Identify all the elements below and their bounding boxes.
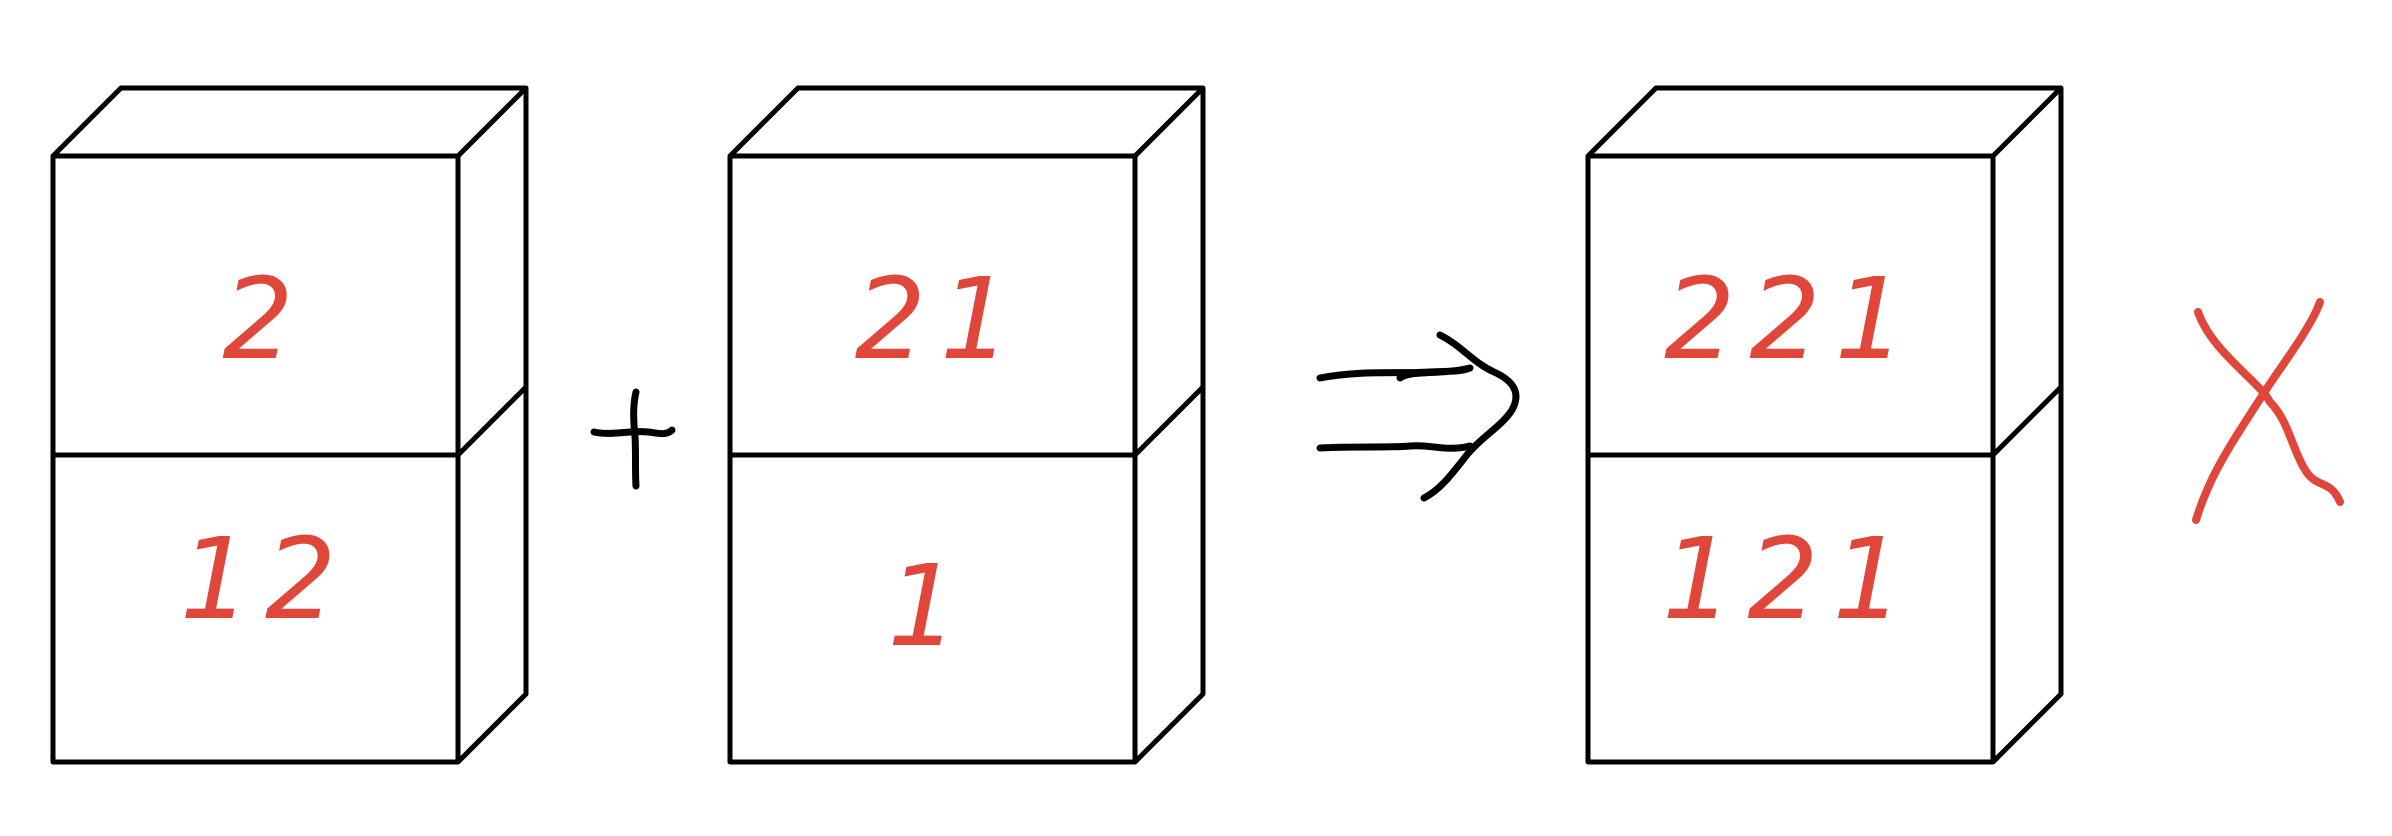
box-2-top-value: 21 — [855, 255, 1026, 385]
box-2-frame — [727, 85, 1206, 765]
box-2: 21 1 — [727, 85, 1206, 765]
incorrect-cross-mark: X — [2192, 298, 2344, 524]
box-1-frame — [50, 85, 529, 765]
box-3-bottom-value: 121 — [1662, 515, 1918, 645]
box-2-bottom-value: 1 — [887, 542, 972, 672]
implies-arrow: ⇒ — [1316, 331, 1520, 502]
box-1-top-value: 2 — [222, 255, 307, 385]
box-1: 2 12 — [50, 85, 529, 765]
box-3-frame — [1585, 85, 2064, 765]
box-3-top-value: 221 — [1664, 255, 1920, 385]
box-1-bottom-value: 12 — [180, 515, 351, 645]
box-3: 221 121 — [1585, 85, 2064, 765]
plus-operator: + — [590, 388, 676, 490]
